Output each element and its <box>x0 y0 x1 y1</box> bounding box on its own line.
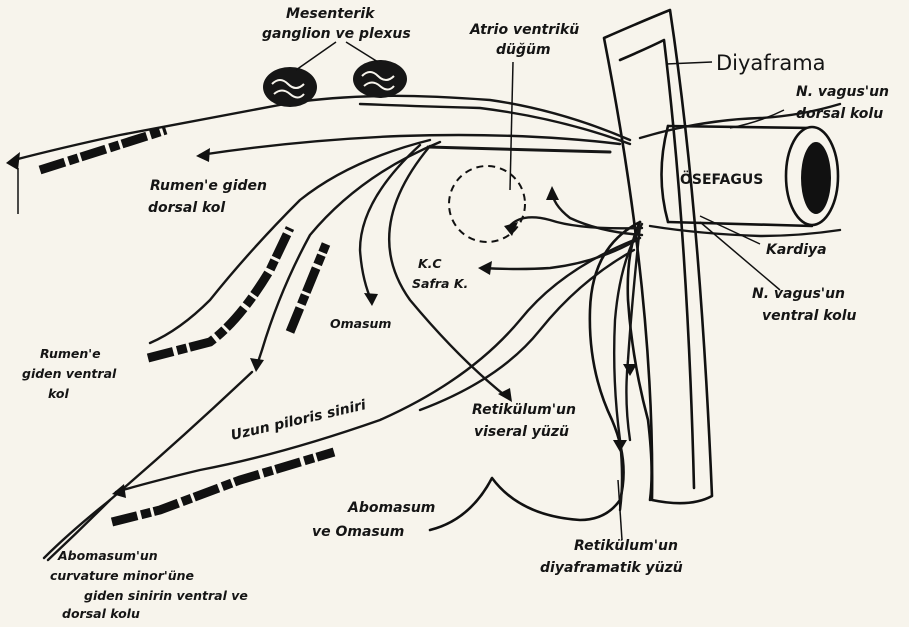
svg-text:Retikülum'un: Retikülum'un <box>472 402 576 418</box>
svg-text:K.C: K.C <box>418 256 442 271</box>
svg-text:kol: kol <box>48 386 69 401</box>
label-kc-bile: K.C Safra K. <box>412 256 468 291</box>
label-diaphragm: Diyaframa <box>716 51 826 75</box>
diaphragm-shape <box>604 10 712 503</box>
svg-text:Abomasum: Abomasum <box>347 500 435 516</box>
svg-text:ve Omasum: ve Omasum <box>312 524 404 540</box>
label-esophagus: ÖSEFAGUS <box>680 170 763 188</box>
svg-text:dorsal kolu: dorsal kolu <box>62 606 140 621</box>
svg-text:ganglion ve plexus: ganglion ve plexus <box>262 26 411 42</box>
label-abomasum-branch: Abomasum'un curvature minor'üne giden si… <box>50 548 248 621</box>
svg-text:giden ventral: giden ventral <box>22 366 117 381</box>
svg-text:dorsal kol: dorsal kol <box>148 200 225 216</box>
label-abomasum-omasum: Abomasum ve Omasum <box>312 500 435 540</box>
label-vagus-ventral: N. vagus'un ventral kolu <box>752 286 857 324</box>
arrowheads <box>6 148 637 498</box>
svg-text:dorsal kolu: dorsal kolu <box>796 106 883 122</box>
label-rumen-ventral: Rumen'e giden ventral kol <box>22 346 117 401</box>
svg-text:Retikülum'un: Retikülum'un <box>574 538 678 554</box>
svg-text:Atrio ventrikü: Atrio ventrikü <box>469 22 579 38</box>
label-omasum: Omasum <box>330 316 391 331</box>
label-mesenteric: Mesenterik ganglion ve plexus <box>262 6 411 42</box>
label-long-pyloric: Uzun piloris siniri <box>229 397 367 444</box>
label-reticulum-visceral: Retikülum'un viseral yüzü <box>472 402 576 440</box>
svg-text:diyaframatik yüzü: diyaframatik yüzü <box>540 560 683 576</box>
svg-text:Rumen'e giden: Rumen'e giden <box>150 178 267 194</box>
svg-text:Safra K.: Safra K. <box>412 276 468 291</box>
leader-lines <box>18 42 784 540</box>
label-cardia: Kardiya <box>766 242 827 258</box>
svg-text:N. vagus'un: N. vagus'un <box>752 286 845 302</box>
svg-text:curvature minor'üne: curvature minor'üne <box>50 568 194 583</box>
label-av-node: Atrio ventrikü düğüm <box>469 22 579 58</box>
svg-text:Rumen'e: Rumen'e <box>40 346 101 361</box>
label-rumen-dorsal: Rumen'e giden dorsal kol <box>148 178 267 216</box>
svg-text:viseral yüzü: viseral yüzü <box>474 424 569 440</box>
svg-text:düğüm: düğüm <box>496 42 551 58</box>
svg-text:Mesenterik: Mesenterik <box>286 6 376 22</box>
label-reticulum-diaphragmatic: Retikülum'un diyaframatik yüzü <box>540 538 683 576</box>
svg-text:N. vagus'un: N. vagus'un <box>796 84 889 100</box>
svg-text:Abomasum'un: Abomasum'un <box>57 548 158 563</box>
label-vagus-dorsal: N. vagus'un dorsal kolu <box>796 84 889 122</box>
svg-text:ventral kolu: ventral kolu <box>762 308 857 324</box>
svg-text:giden sinirin ventral ve: giden sinirin ventral ve <box>84 588 248 603</box>
mesenteric-ganglia <box>263 60 407 107</box>
